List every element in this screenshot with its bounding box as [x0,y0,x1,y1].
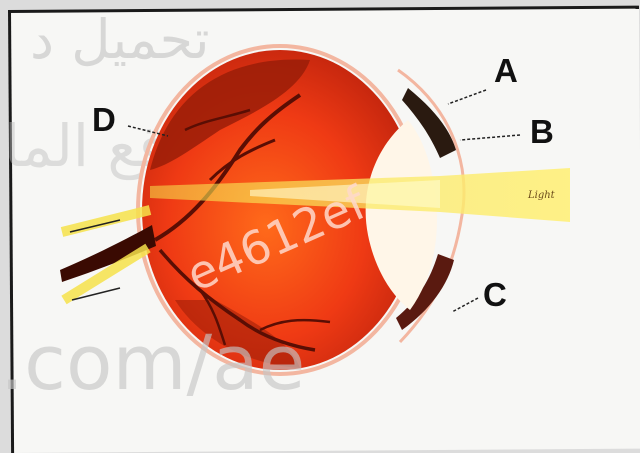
leader-line-b [460,135,520,140]
leader-line-a [448,90,486,104]
label-d: D [92,101,116,139]
label-c: C [483,276,507,314]
light-label: Light [528,190,555,201]
label-b: B [530,113,554,151]
label-a: A [494,52,518,90]
leader-line-c [452,298,478,312]
